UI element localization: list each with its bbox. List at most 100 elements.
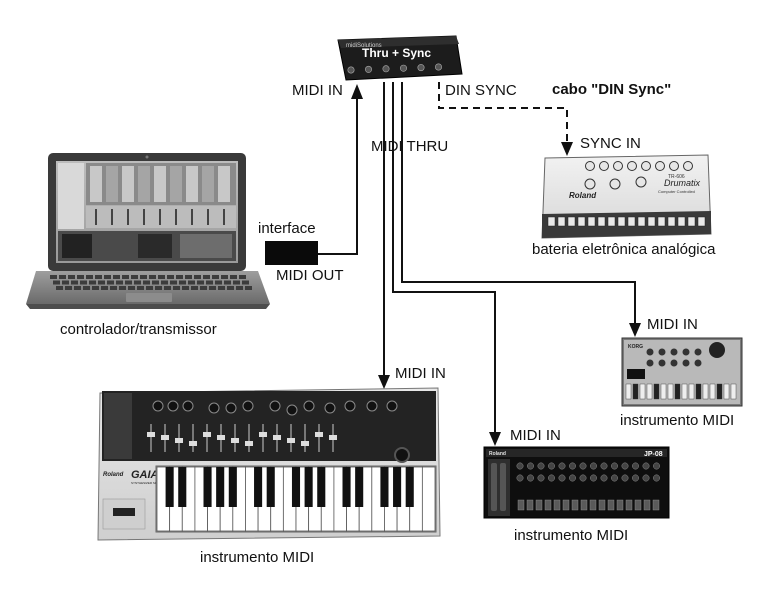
drum-model: TR-606 <box>668 174 685 180</box>
thru-port <box>434 63 442 71</box>
korg-knob <box>682 348 690 356</box>
jp08-knob <box>611 474 618 482</box>
korg-key <box>695 383 702 400</box>
jp08-knob <box>590 462 597 470</box>
synth-knob <box>324 402 336 414</box>
drum-knob <box>609 178 621 190</box>
synth-dial <box>394 447 410 463</box>
jp08-knob <box>579 462 587 470</box>
synth-black-key <box>291 467 301 507</box>
laptop-key <box>194 275 201 279</box>
laptop-key <box>107 280 114 285</box>
daw-track <box>202 166 214 202</box>
arrowhead-sync-in <box>561 142 573 156</box>
korg-key <box>681 383 688 400</box>
korg-key <box>639 383 646 400</box>
synth-slider-cap <box>315 432 323 437</box>
daw-fader <box>159 209 161 225</box>
laptop-key <box>155 286 162 290</box>
laptop-key <box>143 280 150 285</box>
jp08-button <box>571 499 579 511</box>
jp08-knob <box>611 462 618 470</box>
jp08-knob <box>642 474 650 482</box>
drum-step <box>587 216 596 227</box>
thru-box-title: Thru + Sync <box>362 46 431 60</box>
synth-knob <box>182 400 194 412</box>
laptop-key <box>230 275 237 279</box>
korg-key <box>709 383 716 400</box>
laptop-camera <box>145 155 149 159</box>
drum-brand: Roland <box>569 191 597 200</box>
laptop-key <box>224 280 231 285</box>
laptop-key <box>74 286 81 290</box>
drum-step <box>547 216 556 227</box>
jp08-knob <box>558 462 566 470</box>
drum-knob <box>613 161 623 171</box>
korg-knob <box>658 359 666 367</box>
jp08-knobs <box>516 462 660 482</box>
daw-fader <box>175 209 177 225</box>
synth-slider-cap <box>147 432 155 437</box>
label-interface: interface <box>258 220 316 237</box>
daw-track <box>170 166 182 202</box>
laptop-key <box>170 280 177 285</box>
drum-knob <box>641 161 651 171</box>
synth-sub: SYNTHESIZER SH-01 <box>131 481 162 485</box>
laptop <box>26 153 270 309</box>
laptop-key <box>215 280 222 285</box>
synth-white-key <box>421 466 436 532</box>
caption-jp08: instrumento MIDI <box>514 527 629 544</box>
laptop-key <box>158 275 165 279</box>
jp08-button <box>625 499 633 511</box>
caption-drum-machine: bateria eletrônica analógica <box>532 241 716 258</box>
daw-track <box>218 166 230 202</box>
jp08-model: JP-08 <box>644 451 663 458</box>
synth-slider-track <box>192 424 194 452</box>
synth-slider-cap <box>287 438 295 443</box>
synth-slider-cap <box>175 438 183 443</box>
laptop-key <box>179 280 186 285</box>
korg-knobs <box>646 348 702 367</box>
jp08-button <box>643 499 651 511</box>
synth-slider-track <box>206 424 208 452</box>
laptop-key <box>221 275 228 279</box>
laptop-keyboard <box>50 275 252 290</box>
korg-key <box>716 383 723 400</box>
laptop-key <box>128 286 135 290</box>
jp08-button <box>553 499 561 511</box>
laptop-key <box>119 286 126 290</box>
synth-slider-cap <box>161 435 169 440</box>
drum-name: Drumatix <box>664 178 701 188</box>
daw-fader <box>127 209 129 225</box>
synth-slider-cap <box>259 432 267 437</box>
arrowhead-synth-midi-in <box>378 375 390 389</box>
jp08-button <box>598 499 606 511</box>
caption-synth: instrumento MIDI <box>200 549 315 566</box>
drum-knob <box>627 161 637 171</box>
synth-slider-track <box>304 424 306 452</box>
thru-sync-box: midiSolutions Thru + Sync <box>337 35 463 81</box>
jp08-knob <box>548 474 555 482</box>
korg-knob <box>694 359 702 367</box>
synth-brand: Roland <box>103 472 124 478</box>
laptop-key <box>113 275 120 279</box>
jp08-knob <box>527 474 534 482</box>
jp08-knob <box>600 474 608 482</box>
synth-knob <box>344 400 356 412</box>
drum-knobs <box>584 161 693 190</box>
korg-key <box>632 383 639 400</box>
daw-track <box>154 166 166 202</box>
synth-black-key <box>216 467 225 507</box>
synth-knob <box>386 400 398 412</box>
drum-step <box>647 216 656 227</box>
synth-knob <box>242 400 254 412</box>
jp08-module: Roland JP-08 <box>483 446 670 519</box>
laptop-key <box>95 275 102 279</box>
laptop-key <box>50 275 57 279</box>
synth-slider-track <box>262 424 264 452</box>
jp08-button <box>607 499 615 511</box>
arrowhead-thru-midi-in <box>351 84 363 99</box>
laptop-key <box>137 286 144 290</box>
synth-slider-cap <box>245 441 253 446</box>
gaia-synth: Roland GAIA SYNTHESIZER SH-01 <box>97 387 441 541</box>
